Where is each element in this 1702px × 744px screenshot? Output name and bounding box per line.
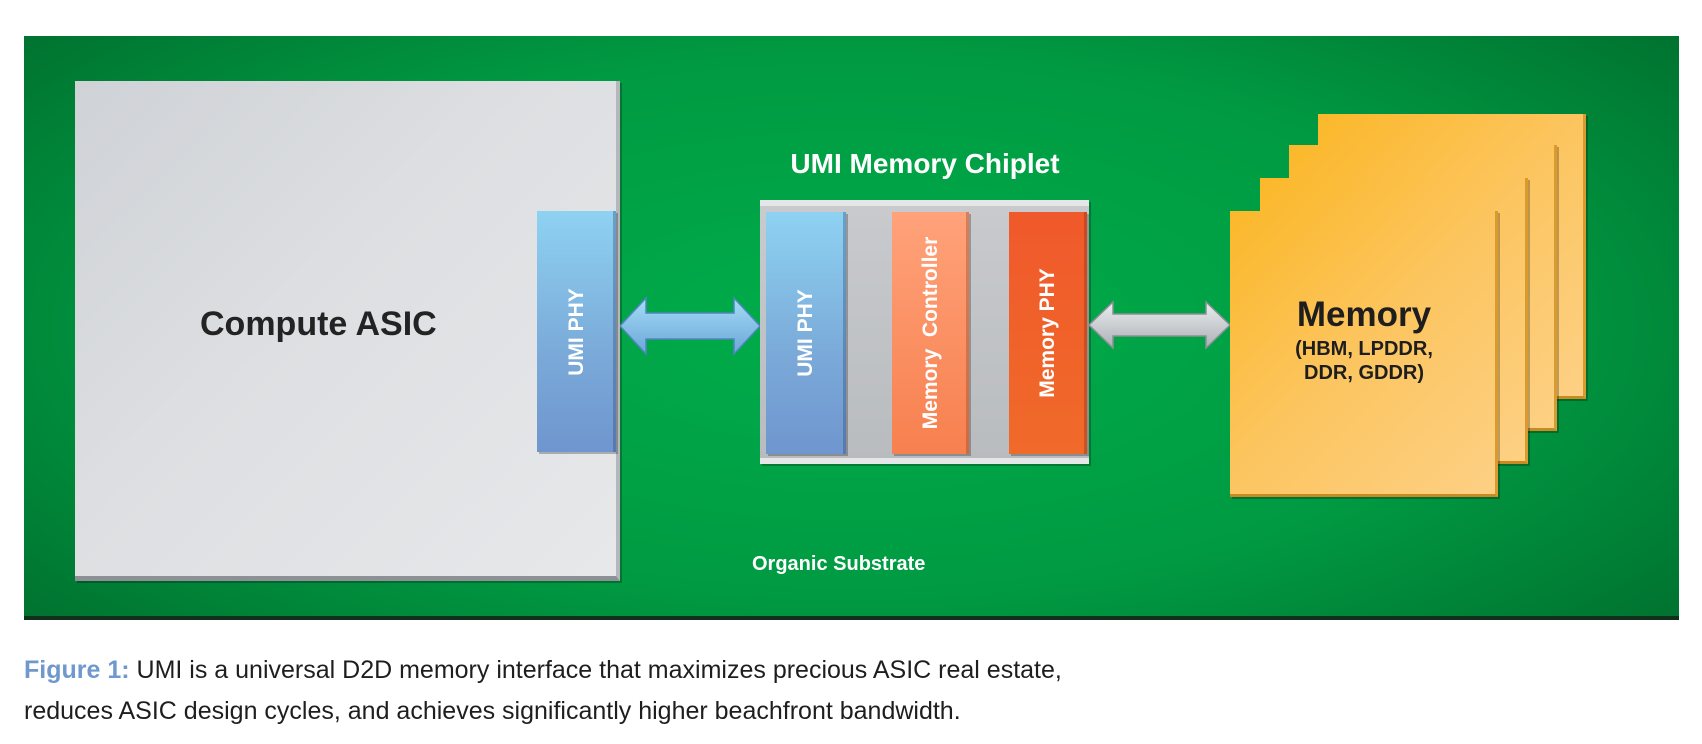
asic-umi-phy-block: UMI PHY (537, 211, 616, 452)
compute-asic-label: Compute ASIC (200, 305, 437, 343)
figure-label: Figure 1: (24, 656, 130, 684)
compute-asic-block (75, 81, 620, 581)
substrate-label: Organic Substrate (752, 553, 926, 575)
memory-link-arrow (1089, 300, 1230, 350)
chiplet-title: UMI Memory Chiplet (790, 148, 1060, 179)
memory-title: Memory (1296, 295, 1432, 334)
memory-stack-layer-1 (1230, 211, 1498, 497)
memory-phy-label: Memory PHY (1036, 268, 1059, 398)
memory-controller-block: Memory Controller (892, 212, 969, 454)
chiplet-umi-phy-block: UMI PHY (766, 212, 846, 454)
memory-controller-label: Memory Controller (918, 236, 942, 430)
memory-phy-block: Memory PHY (1009, 212, 1087, 454)
figure-caption-line-2: reduces ASIC design cycles, and achieves… (24, 697, 961, 725)
figure-caption-line-1: Figure 1: UMI is a universal D2D memory … (24, 656, 1674, 685)
chiplet-umi-phy-label: UMI PHY (794, 289, 817, 377)
memory-types-line-2: DDR, GDDR) (1304, 362, 1424, 384)
asic-umi-phy-label: UMI PHY (564, 287, 588, 376)
caption-text-1: UMI is a universal D2D memory interface … (129, 656, 1062, 684)
umi-link-arrow (620, 296, 760, 356)
memory-types-line-1: (HBM, LPDDR, (1295, 338, 1433, 360)
